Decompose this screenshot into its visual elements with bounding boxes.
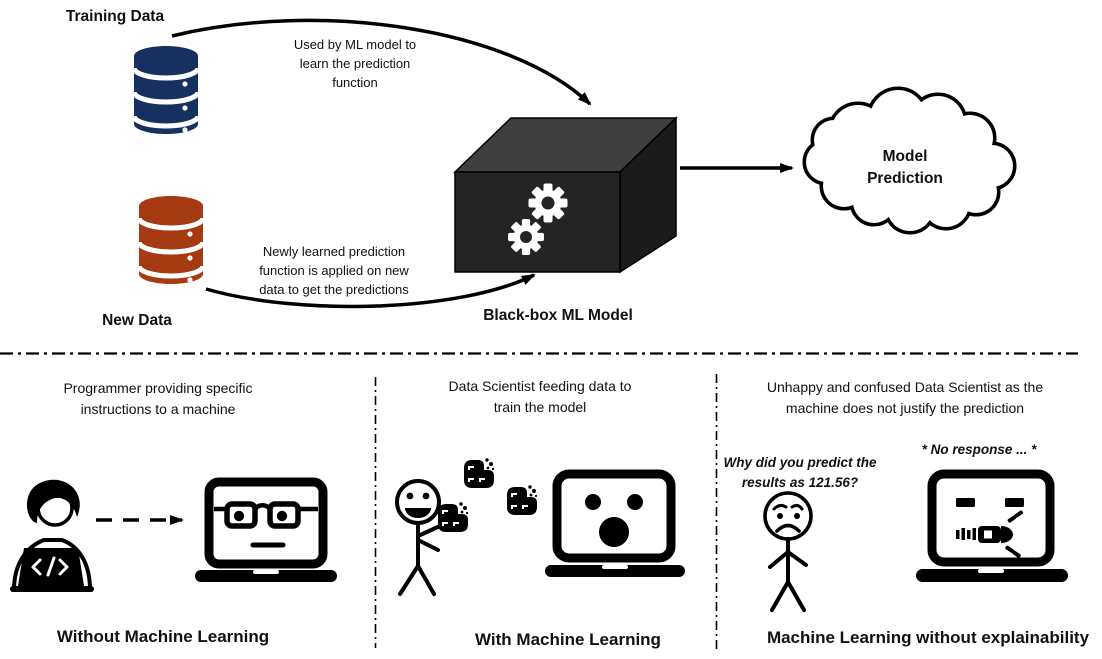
black-box-icon [453, 116, 678, 274]
gear-icon [528, 183, 568, 223]
laptop-zipped-mouth-icon [916, 469, 1068, 582]
happy-data-scientist-icon [395, 479, 442, 596]
data-chunk-icon [463, 457, 496, 489]
zipper-mouth [956, 510, 1024, 558]
new-data-label: New Data [102, 312, 172, 329]
machine-speech: * No response ... * [921, 442, 1037, 457]
panel1-caption: Without Machine Learning [56, 627, 270, 646]
panel2-caption: With Machine Learning [475, 630, 661, 649]
new-data-arrow-note: Newly learned prediction function is app… [259, 244, 409, 297]
laptop-surprised-face-icon [545, 469, 685, 577]
black-box-label: Black-box ML Model [483, 307, 633, 324]
data-chunk-icon [506, 484, 539, 516]
training-data-label: Training Data [65, 8, 165, 25]
new-data-arrow [205, 273, 536, 309]
training-arrow-note: Used by ML model to learn the prediction… [293, 37, 417, 90]
cloud-icon [802, 86, 1017, 235]
training-database-icon [134, 46, 198, 134]
programmer-at-laptop-icon [10, 479, 94, 592]
worried-data-scientist-icon [763, 491, 813, 612]
training-arrow [171, 18, 592, 106]
panel3-caption: Machine Learning without explainability [766, 628, 1090, 647]
cloud-label: Model Prediction [867, 148, 943, 188]
laptop-glasses-face-icon [195, 477, 337, 582]
data-chunk-icon [437, 501, 470, 533]
scientist-speech: Why did you predict the results as 121.5… [723, 455, 877, 490]
gear-icon [508, 219, 544, 255]
code-icon [31, 556, 69, 577]
panel3-title: Unhappy and confused Data Scientist as t… [766, 379, 1044, 416]
panel1-title: Programmer providing specific instructio… [63, 380, 253, 417]
panel2-title: Data Scientist feeding data to train the… [448, 378, 632, 415]
new-database-icon [139, 196, 203, 284]
